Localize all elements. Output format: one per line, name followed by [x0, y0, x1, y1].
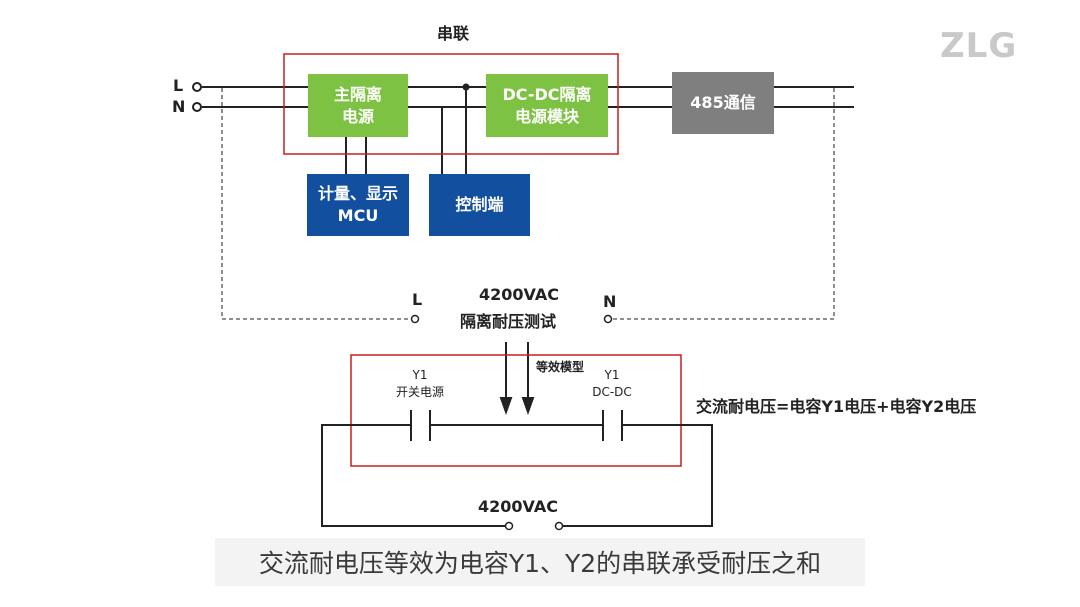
dcdc-isolated-power-block: DC-DC隔离 电源模块 — [486, 74, 608, 137]
main-power-line1: 主隔离 — [333, 84, 382, 104]
mcu-line1: 计量、显示 — [317, 184, 398, 203]
dcdc-line1: DC-DC隔离 — [502, 84, 592, 104]
mcu-line2: MCU — [337, 206, 379, 225]
equivalent-model-label: 等效模型 — [536, 360, 585, 374]
y1-right-name: Y1 — [604, 368, 620, 382]
y1-left-sub: 开关电源 — [395, 385, 444, 399]
test-n-label: N — [603, 292, 617, 311]
bottom-voltage-label: 4200VAC — [478, 497, 558, 516]
series-label: 串联 — [437, 24, 470, 43]
control-label: 控制端 — [455, 195, 504, 214]
test-l-label: L — [412, 290, 423, 309]
zlg-logo: ZLG — [940, 26, 1018, 66]
main-power-line2: 电源 — [341, 106, 374, 126]
y1-left-name: Y1 — [412, 368, 428, 382]
main-isolated-power-block: 主隔离 电源 — [308, 74, 408, 137]
test-name-label: 隔离耐压测试 — [460, 312, 557, 331]
dcdc-line2: 电源模块 — [514, 106, 579, 126]
y1-right-sub: DC-DC — [592, 385, 632, 399]
mcu-block: 计量、显示 MCU — [307, 174, 409, 236]
formula-label: 交流耐电压=电容Y1电压+电容Y2电压 — [696, 397, 977, 416]
rs485-comm-block: 485通信 — [672, 72, 774, 134]
terminal-l-label: L — [173, 76, 184, 95]
terminal-n-label: N — [172, 97, 186, 116]
control-block: 控制端 — [429, 174, 530, 236]
comm-label: 485通信 — [690, 93, 756, 112]
subtitle-caption: 交流耐电压等效为电容Y1、Y2的串联承受耐压之和 — [215, 538, 865, 586]
test-voltage-label: 4200VAC — [479, 285, 559, 304]
